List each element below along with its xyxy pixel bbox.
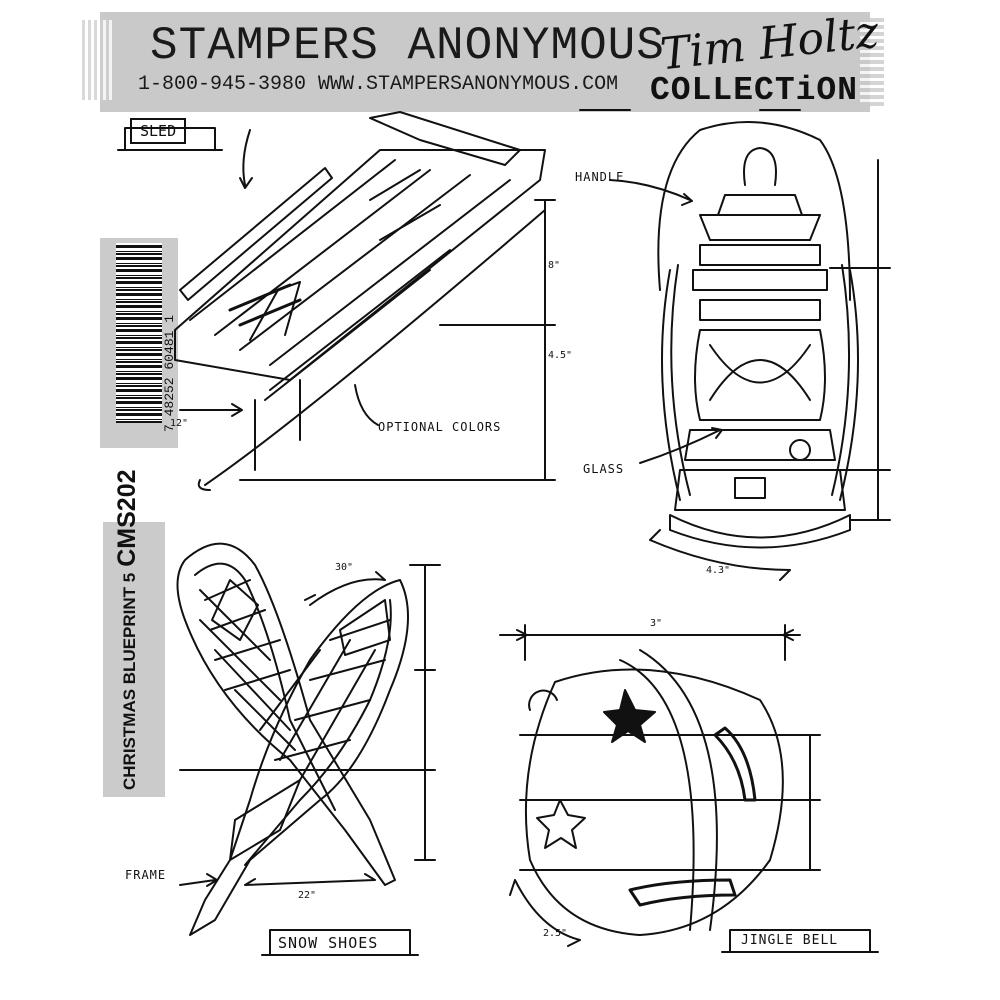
contact-line: 1-800-945-3980 WWW.STAMPERSANONYMOUS.COM — [138, 73, 619, 96]
title-band — [103, 522, 165, 797]
brand-title: STAMPERS ANONYMOUS — [150, 20, 665, 72]
sled-label: SLED — [130, 118, 187, 144]
lantern-glass-label: GLASS — [583, 462, 625, 476]
snowshoes-frame-label: FRAME — [125, 868, 167, 882]
sled-depth-dimension: 4.5" — [548, 350, 573, 361]
lantern-handle-label: HANDLE — [575, 170, 625, 184]
barcode — [116, 243, 162, 423]
lantern-sketch-icon — [579, 109, 891, 581]
snowshoes-label: SNOW SHOES — [278, 934, 379, 952]
header-band — [82, 12, 884, 112]
sled-optional-colors-note: OPTIONAL COLORS — [378, 420, 502, 434]
collection-label: COLLECTiON — [650, 72, 859, 109]
sled-sketch-icon — [117, 111, 556, 491]
sled-width-dimension: 12" — [170, 418, 189, 429]
snowshoes-width-dimension: 22" — [298, 890, 317, 901]
snowshoes-sketch-icon — [176, 542, 441, 956]
lantern-base-dimension: 4.3" — [706, 565, 731, 576]
bell-radius-dimension: 2.5" — [543, 928, 568, 939]
bell-width-dimension: 3" — [650, 618, 663, 629]
snowshoes-length-dimension: 30" — [335, 562, 354, 573]
jingle-bell-sketch-icon — [499, 624, 879, 953]
sled-height-dimension: 8" — [548, 260, 561, 271]
jingle-bell-label: JINGLE BELL — [741, 933, 839, 948]
